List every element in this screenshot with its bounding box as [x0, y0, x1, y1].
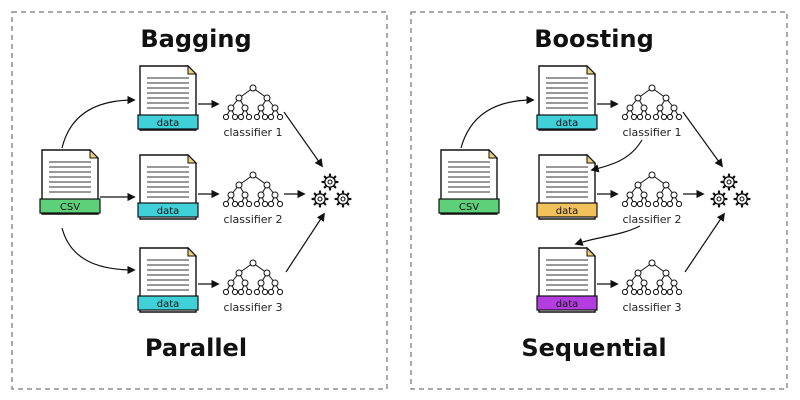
data-tab [536, 295, 598, 311]
arrow-csv-to-data-1 [61, 95, 136, 149]
data-label: data [556, 299, 579, 310]
data-label: data [556, 118, 579, 129]
data-label: data [157, 299, 180, 310]
csv-label: CSV [459, 202, 479, 213]
arrow-tree-to-aggregate-1 [283, 111, 323, 168]
bagging-classifier-3-label: classifier 3 [223, 301, 282, 314]
bagging-classifier-2-label: classifier 2 [223, 213, 282, 226]
boosting-classifier-1-label: classifier 1 [622, 126, 681, 139]
boosting-classifier-2-label: classifier 2 [622, 213, 681, 226]
data-tab [536, 202, 598, 218]
bagging-csv-file: CSV [39, 149, 101, 215]
csv-tab [438, 198, 500, 214]
bagging-classifier-1-label: classifier 1 [223, 126, 282, 139]
boosting-data-file-1: data [536, 65, 598, 131]
data-tab [137, 295, 199, 311]
tree-icon [621, 84, 683, 121]
tree-icon [222, 259, 284, 296]
arrow-csv-to-data-3 [61, 227, 136, 275]
bagging-data-file-3: data [137, 247, 199, 313]
tree-icon [621, 171, 683, 208]
bagging-subtitle: Parallel [145, 334, 247, 362]
arrow-csv-to-data-1 [460, 95, 535, 149]
tree-icon [222, 84, 284, 121]
boosting-subtitle: Sequential [521, 334, 666, 362]
boosting-data-file-2: data [536, 154, 598, 220]
gears-icon [311, 173, 352, 208]
boosting-title: Boosting [534, 25, 654, 53]
data-tab [137, 202, 199, 218]
bagging-title: Bagging [140, 25, 251, 53]
data-label: data [157, 206, 180, 217]
csv-tab [39, 198, 101, 214]
boosting-csv-file: CSV [438, 149, 500, 215]
boosting-panel-border [410, 11, 788, 390]
bagging-panel: Bagging Parallel CSV data data data [11, 11, 388, 390]
csv-label: CSV [60, 202, 80, 213]
arrow-tree-to-aggregate-1 [682, 111, 723, 168]
data-tab [536, 114, 598, 130]
arrow-classifier-1-to-data-2 [590, 139, 643, 173]
data-label: data [157, 118, 180, 129]
arrow-tree-to-aggregate-3 [285, 212, 325, 273]
tree-icon [222, 171, 284, 208]
boosting-classifier-3-label: classifier 3 [622, 301, 681, 314]
arrow-classifier-2-to-data-3 [574, 225, 641, 246]
bagging-data-file-2: data [137, 154, 199, 220]
boosting-panel: Boosting Sequential CSV data data data [410, 11, 788, 390]
tree-icon [621, 259, 683, 296]
data-tab [137, 114, 199, 130]
bagging-panel-border [11, 11, 388, 390]
arrow-tree-to-aggregate-3 [684, 212, 725, 273]
data-label: data [556, 206, 579, 217]
bagging-data-file-1: data [137, 65, 199, 131]
gears-icon [710, 173, 751, 208]
boosting-data-file-3: data [536, 247, 598, 313]
